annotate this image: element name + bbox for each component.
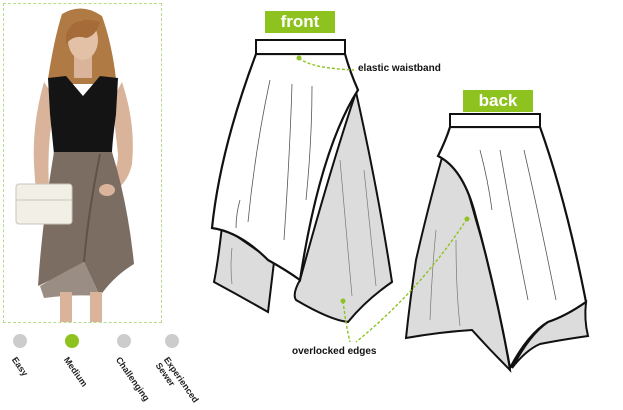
back-skirt-drawing <box>404 113 590 373</box>
model-illustration <box>3 3 162 323</box>
elastic-waistband-callout-line <box>296 55 355 71</box>
difficulty-dot-easy <box>13 334 27 348</box>
difficulty-dot-experienced-sewer <box>165 334 179 348</box>
difficulty-dot-challenging <box>117 334 131 348</box>
model-figure <box>15 8 134 322</box>
elastic-waistband-label: elastic waistband <box>358 63 441 74</box>
front-label: front <box>265 11 335 33</box>
front-skirt-drawing <box>210 39 394 324</box>
difficulty-legend: Easy Medium Challenging Experienced Sewe… <box>0 326 240 406</box>
difficulty-label-challenging: Challenging <box>113 355 152 403</box>
difficulty-label-easy: Easy <box>9 355 31 378</box>
back-label: back <box>463 90 533 112</box>
difficulty-dot-medium-selected <box>65 334 79 348</box>
overlocked-edges-callout-lines <box>340 216 470 343</box>
overlocked-edges-label: overlocked edges <box>292 346 377 357</box>
difficulty-label-experienced-sewer: Experienced Sewer <box>154 355 201 410</box>
difficulty-label-medium: Medium <box>61 355 90 389</box>
